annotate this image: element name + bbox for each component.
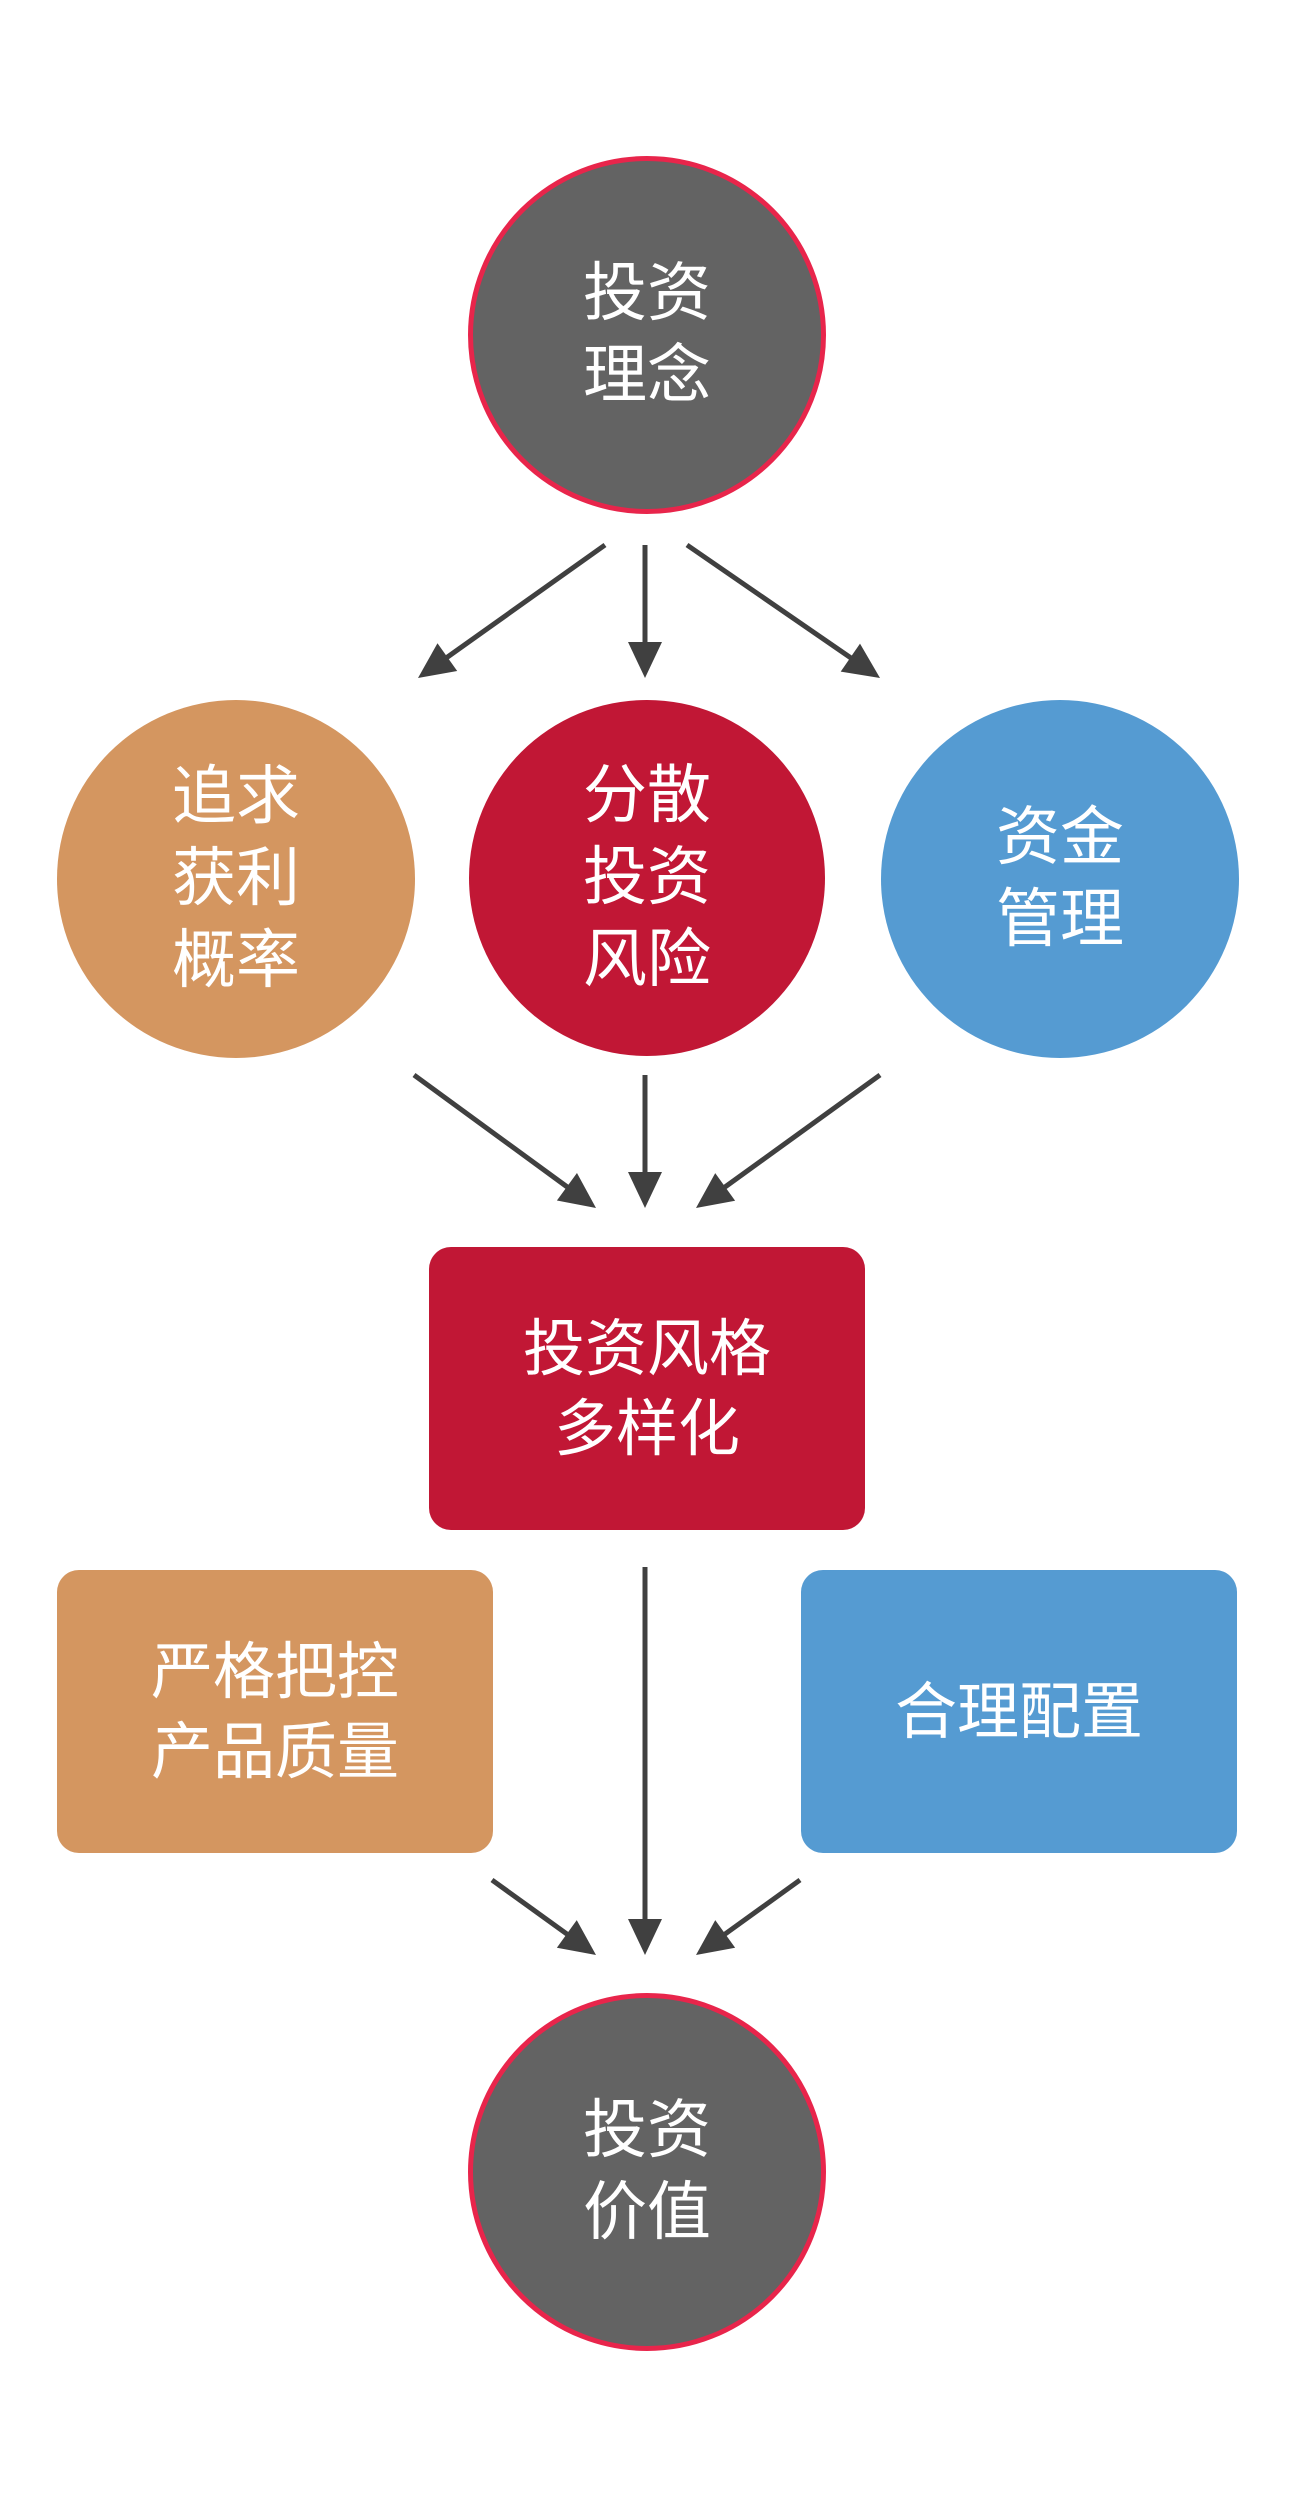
- arrowhead-profit-to-style: [556, 1173, 596, 1208]
- node-investment-value: 投资 价值: [468, 1993, 826, 2351]
- node-label: 投资: [583, 2094, 711, 2168]
- node-label: 获利: [172, 842, 300, 916]
- node-label: 追求: [172, 760, 300, 834]
- arrow-concept-to-capital: [685, 542, 854, 661]
- node-label: 产品质量: [150, 1714, 399, 1788]
- node-strict-product-quality: 严格把控 产品质量: [57, 1570, 493, 1853]
- node-label: 投资: [583, 257, 711, 331]
- node-label: 概率: [172, 924, 300, 998]
- node-investment-concept: 投资 理念: [468, 156, 826, 514]
- node-label: 投资: [583, 841, 711, 915]
- node-label: 资金: [996, 801, 1124, 875]
- arrowhead-quality-to-value: [556, 1920, 596, 1955]
- arrowhead-diversify-to-style: [628, 1172, 662, 1208]
- arrowhead-concept-to-capital: [840, 643, 880, 678]
- node-label: 风险: [583, 923, 711, 997]
- node-label: 投资风格: [522, 1311, 771, 1385]
- arrowhead-alloc-to-value: [696, 1920, 736, 1955]
- arrow-capital-to-style: [722, 1072, 882, 1191]
- node-label: 多样化: [553, 1391, 740, 1465]
- node-label: 严格把控: [150, 1634, 399, 1708]
- arrow-quality-to-value: [490, 1877, 570, 1938]
- node-diversified-investment-style: 投资风格 多样化: [429, 1247, 865, 1530]
- node-label: 理念: [583, 339, 711, 413]
- node-diversify-investment-risk: 分散 投资 风险: [469, 700, 825, 1056]
- node-capital-management: 资金 管理: [881, 700, 1239, 1058]
- node-pursue-profit-probability: 追求 获利 概率: [57, 700, 415, 1058]
- arrowhead-concept-to-diversify: [628, 642, 662, 678]
- node-label: 价值: [583, 2176, 711, 2250]
- node-label: 合理配置: [894, 1674, 1143, 1748]
- node-reasonable-allocation: 合理配置: [801, 1570, 1237, 1853]
- arrow-profit-to-style: [412, 1072, 571, 1190]
- arrow-alloc-to-value: [722, 1877, 802, 1938]
- arrowhead-style-to-value: [628, 1919, 662, 1955]
- arrowhead-concept-to-profit: [418, 643, 458, 678]
- arrowhead-capital-to-style: [696, 1173, 736, 1208]
- node-label: 分散: [583, 759, 711, 833]
- node-label: 管理: [996, 883, 1124, 957]
- arrow-concept-to-profit: [444, 542, 607, 661]
